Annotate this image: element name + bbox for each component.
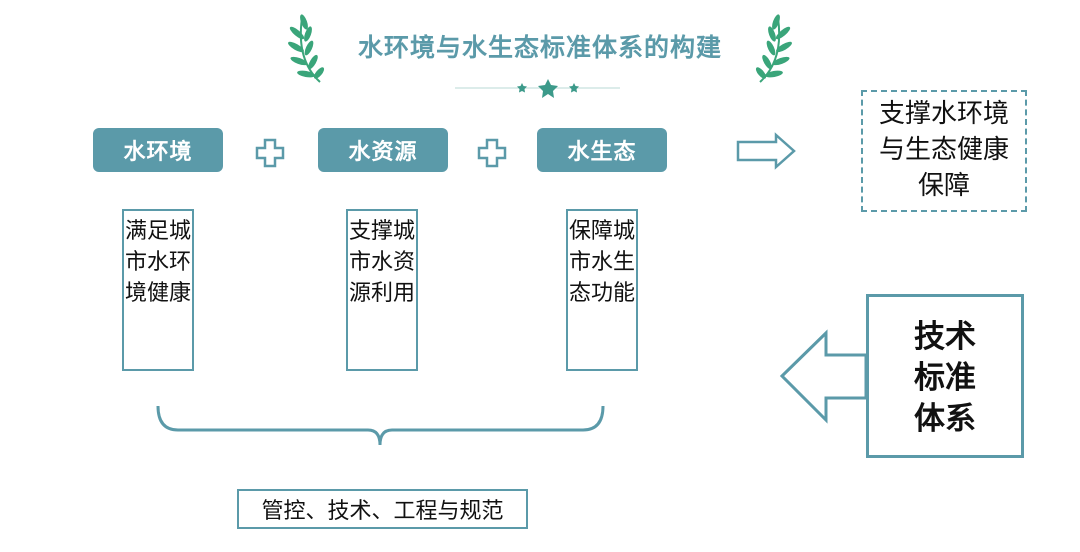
arrow-right-icon xyxy=(736,132,796,170)
support-box: 支撑水环境与生态健康保障 xyxy=(861,90,1027,212)
star-icon xyxy=(517,79,579,98)
pillar-desc-environment: 满足城市水环境健康 xyxy=(122,209,194,371)
laurel-right-icon xyxy=(755,14,792,83)
pillar-water-environment: 水环境 xyxy=(93,128,223,172)
plus-icon xyxy=(477,138,507,168)
tech-standards-box: 技术标准体系 xyxy=(866,294,1024,458)
pillar-desc-resources: 支撑城市水资源利用 xyxy=(346,209,418,371)
laurel-left-icon xyxy=(288,14,325,83)
pillar-desc-ecology: 保障城市水生态功能 xyxy=(566,209,638,371)
brace-icon xyxy=(156,405,605,446)
pillar-water-resources: 水资源 xyxy=(318,128,448,172)
plus-icon xyxy=(255,138,285,168)
arrow-left-icon xyxy=(779,329,868,424)
bottom-box: 管控、技术、工程与规范 xyxy=(237,489,528,529)
pillar-water-ecology: 水生态 xyxy=(537,128,667,172)
page-title: 水环境与水生态标准体系的构建 xyxy=(357,33,722,62)
